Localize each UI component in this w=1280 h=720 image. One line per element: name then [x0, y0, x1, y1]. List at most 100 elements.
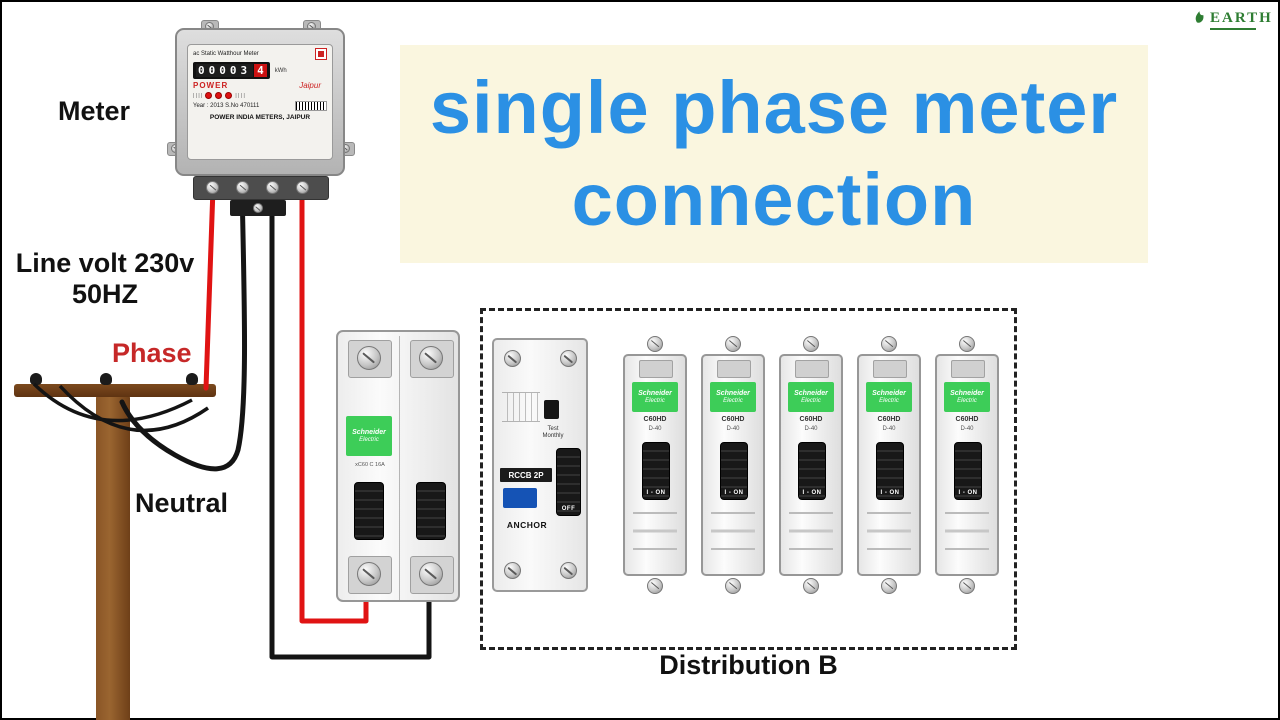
meter-display: 00003 4: [193, 62, 270, 79]
meter-serial: Year : 2013 S.No 470111: [193, 103, 260, 109]
meter-unit: kWh: [274, 67, 287, 74]
meter-body: ac Static Watthour Meter 00003 4 kWh POW…: [175, 28, 345, 176]
breaker-bottom-screw[interactable]: [647, 578, 663, 594]
schneider-label: Schneider Electric: [632, 382, 678, 412]
rccb-test-button[interactable]: [544, 400, 559, 419]
rccb-schematic: [502, 392, 540, 422]
mcb-breaker: Schneider Electric C60HD D-40 I - ON: [620, 334, 690, 596]
breaker-model: C60HD: [799, 416, 823, 423]
terminal-screw[interactable]: [206, 181, 219, 194]
title-line-2: connection: [571, 158, 977, 241]
line-volt-label: Line volt 230v: [15, 248, 195, 278]
breaker-toggle[interactable]: I - ON: [798, 442, 826, 500]
utility-pole: [96, 394, 130, 720]
schneider-label: Schneider Electric: [866, 382, 912, 412]
mcb-terminal-screw[interactable]: [419, 562, 443, 586]
rccb-terminal-screw[interactable]: [504, 562, 521, 579]
schneider-label: Schneider Electric: [346, 416, 392, 456]
breaker-body: Schneider Electric C60HD D-40 I - ON: [623, 354, 687, 576]
mcb-terminal-screw[interactable]: [419, 346, 443, 370]
rccb-terminal-screw[interactable]: [560, 350, 577, 367]
leaf-icon: [1195, 11, 1204, 23]
mcb-2pole: Schneider Electric xC60 C 16A: [336, 330, 460, 602]
terminal-screw[interactable]: [296, 181, 309, 194]
meter-maker: POWER INDIA METERS, JAIPUR: [209, 114, 311, 121]
pole-crossarm: [14, 384, 216, 397]
breaker-bottom-screw[interactable]: [959, 578, 975, 594]
terminal-screw[interactable]: [266, 181, 279, 194]
breaker-toggle[interactable]: I - ON: [876, 442, 904, 500]
mcb-toggle-right[interactable]: [416, 482, 446, 540]
logo-underline: [1210, 28, 1256, 30]
breaker-rating: D-40: [726, 426, 740, 432]
title-line-1: single phase meter: [429, 65, 1119, 149]
mcb-breaker: Schneider Electric C60HD D-40 I - ON: [776, 334, 846, 596]
mcb-pole-divider: [399, 336, 400, 600]
distribution-label-wrap: Distribution B: [480, 650, 1017, 681]
breaker-rating: D-40: [804, 426, 818, 432]
meter-face: ac Static Watthour Meter 00003 4 kWh POW…: [187, 44, 333, 160]
meter-label: Meter: [58, 96, 131, 126]
breaker-body: Schneider Electric C60HD D-40 I - ON: [779, 354, 843, 576]
rccb-terminal-screw[interactable]: [560, 562, 577, 579]
meter-terminal-strip: [193, 176, 329, 200]
distribution-board-outline: [480, 308, 1017, 650]
breaker-grooves: [711, 512, 755, 550]
meter-brand: POWER: [193, 81, 229, 90]
rccb-terminal-screw[interactable]: [504, 350, 521, 367]
terminal-screw[interactable]: [236, 181, 249, 194]
schneider-label: Schneider Electric: [710, 382, 756, 412]
brand-name: Schneider: [352, 428, 386, 436]
mcb-terminal-screw[interactable]: [357, 562, 381, 586]
meter-led: [215, 92, 223, 99]
breaker-top-screw[interactable]: [881, 336, 897, 352]
breaker-model: C60HD: [643, 416, 667, 423]
breaker-bottom-screw[interactable]: [725, 578, 741, 594]
brand-sub: Electric: [359, 436, 379, 443]
mcb-terminal-screw[interactable]: [357, 346, 381, 370]
rccb-toggle-text: OFF: [561, 506, 576, 512]
meter-barcode: [295, 101, 327, 111]
meter-tick-marks: | | | |: [193, 92, 203, 99]
channel-logo: EARTH: [1192, 10, 1273, 30]
breaker-top-screw[interactable]: [803, 336, 819, 352]
breaker-bottom-screw[interactable]: [881, 578, 897, 594]
breaker-grooves: [789, 512, 833, 550]
breaker-clamp: [639, 360, 673, 378]
breaker-top-screw[interactable]: [725, 336, 741, 352]
rccb-toggle[interactable]: OFF: [556, 448, 581, 516]
rccb-label: RCCB 2P: [500, 468, 552, 482]
breaker-toggle[interactable]: I - ON: [954, 442, 982, 500]
meter-header-text: ac Static Watthour Meter: [193, 51, 259, 57]
mcb-toggle-left[interactable]: [354, 482, 384, 540]
meter-cert-mark: [315, 48, 327, 60]
breaker-model: C60HD: [877, 416, 901, 423]
breaker-clamp: [717, 360, 751, 378]
breaker-rating: D-40: [882, 426, 896, 432]
breaker-grooves: [633, 512, 677, 550]
breaker-toggle[interactable]: I - ON: [720, 442, 748, 500]
frequency-label: 50HZ: [71, 279, 139, 309]
breaker-toggle[interactable]: I - ON: [642, 442, 670, 500]
mcb-model-text: xC60 C 16A: [355, 462, 385, 468]
breaker-body: Schneider Electric C60HD D-40 I - ON: [857, 354, 921, 576]
breaker-body: Schneider Electric C60HD D-40 I - ON: [935, 354, 999, 576]
meter-led: [205, 92, 213, 99]
mcb-breaker: Schneider Electric C60HD D-40 I - ON: [932, 334, 1002, 596]
breaker-top-screw[interactable]: [959, 336, 975, 352]
schneider-label: Schneider Electric: [788, 382, 834, 412]
mcb-breaker: Schneider Electric C60HD D-40 I - ON: [698, 334, 768, 596]
breaker-body: Schneider Electric C60HD D-40 I - ON: [701, 354, 765, 576]
breaker-bottom-screw[interactable]: [803, 578, 819, 594]
title-banner: single phase meter connection: [400, 45, 1148, 263]
breaker-top-screw[interactable]: [647, 336, 663, 352]
meter-display-last-digit: 4: [254, 64, 267, 77]
breaker-rating: D-40: [960, 426, 974, 432]
schneider-label: Schneider Electric: [944, 382, 990, 412]
breaker-model: C60HD: [955, 416, 979, 423]
line-volt-block: Line volt 230v 50HZ: [5, 248, 205, 310]
mcb-breaker: Schneider Electric C60HD D-40 I - ON: [854, 334, 924, 596]
